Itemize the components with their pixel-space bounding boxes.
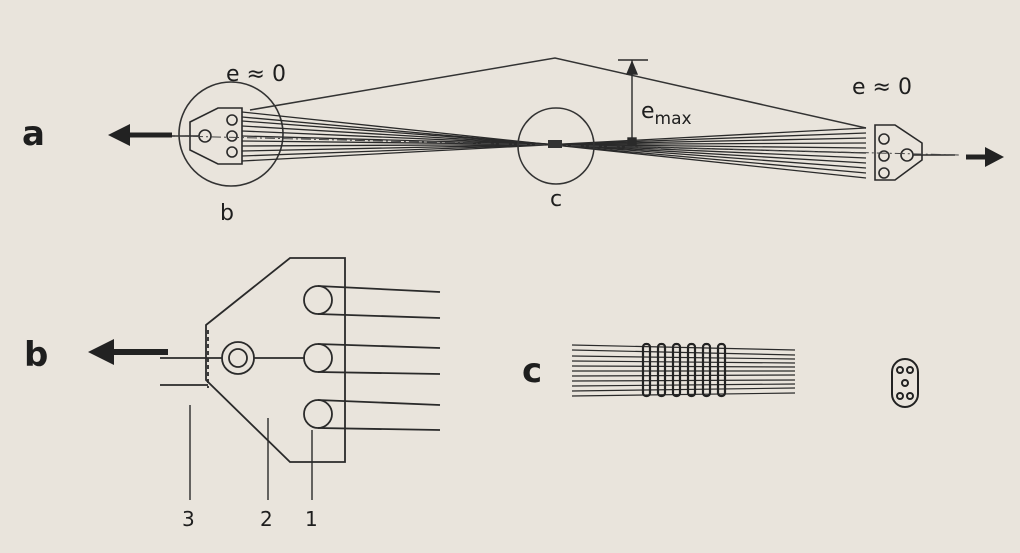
max-eccentricity-envelope bbox=[249, 57, 867, 129]
label-c-small: c bbox=[550, 187, 562, 212]
label-e-left: e ≈ 0 bbox=[226, 62, 286, 87]
label-part-b: b bbox=[24, 335, 48, 375]
label-part-c: c bbox=[522, 351, 542, 391]
left-arrow-b-icon bbox=[88, 339, 168, 365]
right-anchor-plate bbox=[874, 124, 955, 181]
bundle-cross-section bbox=[891, 358, 919, 408]
wrapped-bundle-detail bbox=[571, 344, 796, 397]
anchor-plate-detail bbox=[160, 257, 346, 463]
detail-circle-b bbox=[178, 81, 284, 187]
centre-bundle-wrap bbox=[548, 140, 562, 148]
label-num-2: 2 bbox=[260, 507, 273, 531]
label-b-small: b bbox=[220, 201, 234, 226]
leader-lines bbox=[189, 405, 313, 500]
label-num-1: 1 bbox=[305, 507, 318, 531]
label-e-max: emax bbox=[641, 99, 692, 129]
label-e-right: e ≈ 0 bbox=[852, 75, 912, 100]
label-num-3: 3 bbox=[182, 507, 195, 531]
wire-loops bbox=[303, 285, 441, 431]
emax-dimension bbox=[618, 59, 648, 146]
right-arrow-icon bbox=[966, 147, 1004, 167]
detail-circle-c bbox=[517, 107, 595, 185]
binding-wire-coils bbox=[641, 342, 727, 398]
centre-axis-line bbox=[174, 135, 961, 156]
left-arrow-icon bbox=[108, 124, 172, 146]
label-part-a: a bbox=[22, 114, 45, 154]
